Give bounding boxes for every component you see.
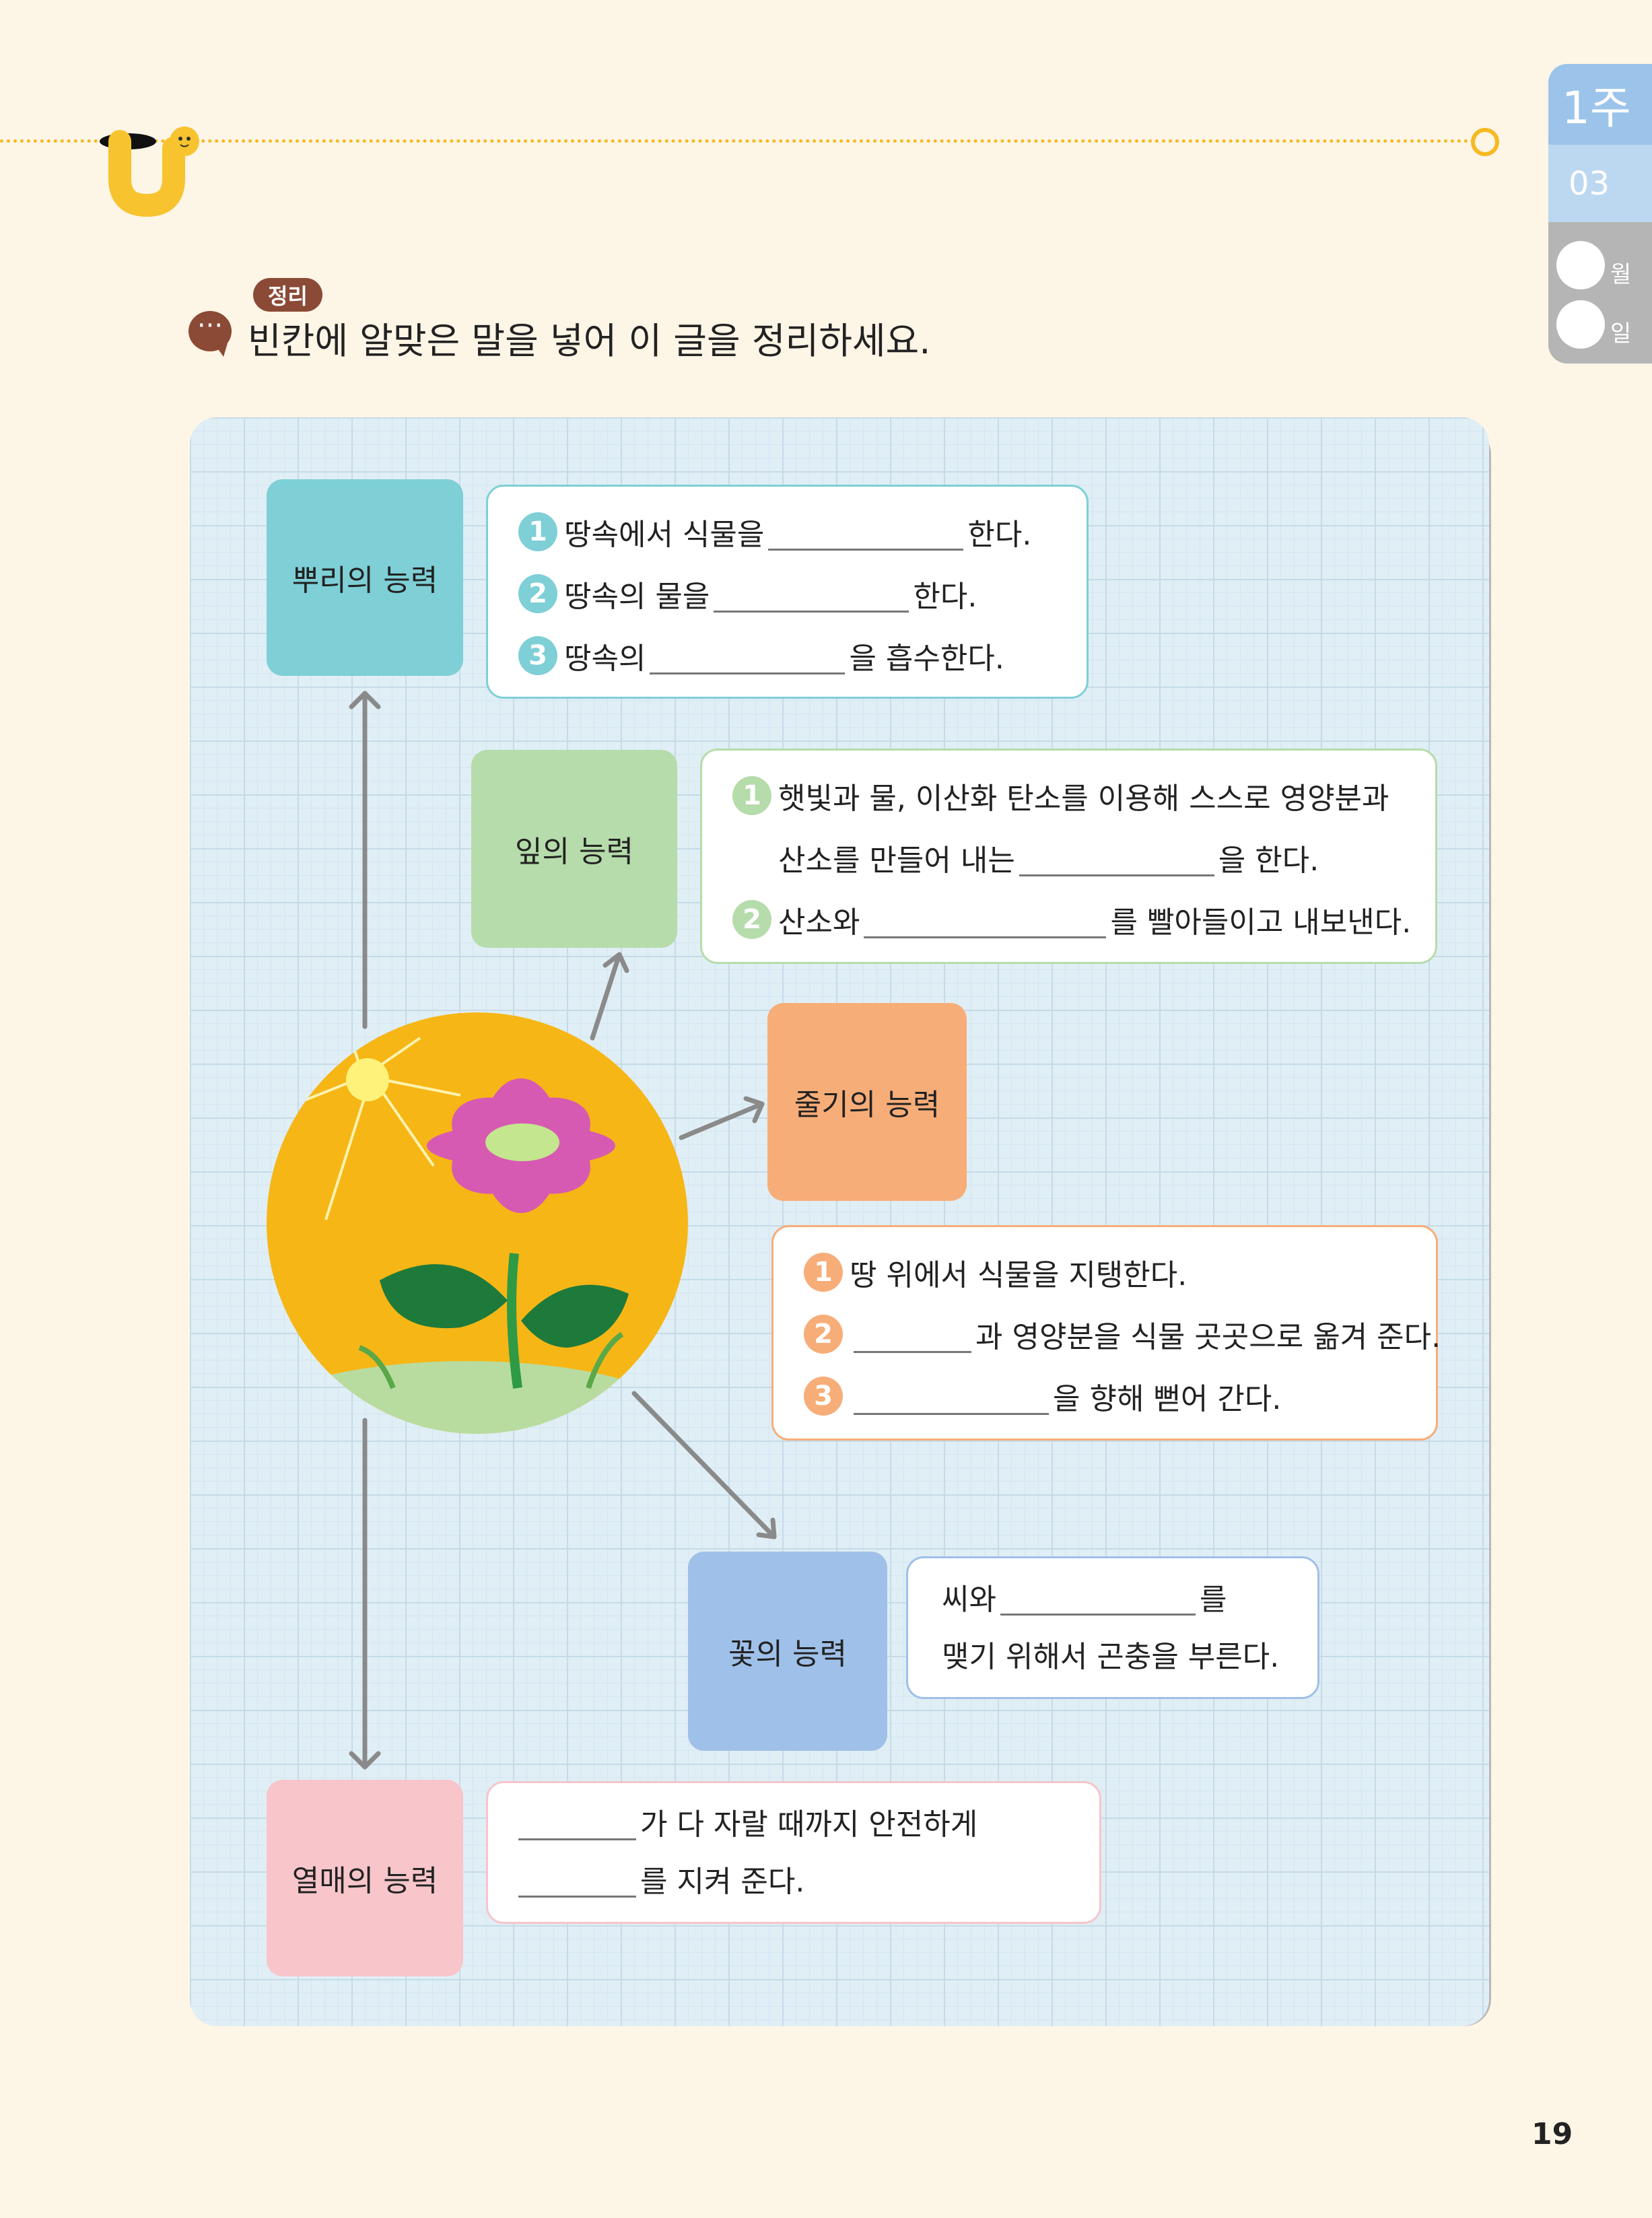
arrow-to-leaf — [590, 952, 622, 1041]
month-input[interactable] — [1556, 241, 1605, 289]
leaf-text-box: 1 햇빛과 물, 이산화 탄소를 이용해 스스로 영양분과 산소를 만들어 내는… — [700, 749, 1437, 964]
fruit-label: 열매의 능력 — [267, 1780, 463, 1976]
page-number: 19 — [1531, 2117, 1573, 2151]
header-dotted-rule — [0, 139, 1476, 143]
date-tab: 월 일 — [1548, 222, 1652, 363]
leaf-blank-2[interactable] — [864, 901, 1107, 938]
stem-item-1: 1 땅 위에서 식물을 지탱한다. — [804, 1251, 1187, 1294]
day-label: 일 — [1610, 320, 1632, 347]
month-label: 월 — [1610, 261, 1632, 288]
stem-label: 줄기의 능력 — [767, 1003, 967, 1201]
flower-blank[interactable] — [1000, 1579, 1196, 1616]
day-number-tab: 03 — [1548, 145, 1652, 222]
fruit-blank-2[interactable] — [518, 1861, 636, 1898]
arrow-to-stem — [679, 1101, 765, 1140]
stem-text-box: 1 땅 위에서 식물을 지탱한다. 2 과 영양분을 식물 곳곳으로 옮겨 준다… — [771, 1225, 1441, 1441]
speech-bubble-icon: ··· — [188, 311, 232, 357]
fruit-line-1: 가 다 자랄 때까지 안전하게 — [518, 1800, 977, 1843]
stem-item-3: 3 을 향해 뻗어 간다. — [804, 1375, 1281, 1418]
stem-blank-3[interactable] — [854, 1378, 1049, 1415]
day-input[interactable] — [1556, 300, 1605, 349]
mascot-icon — [100, 127, 199, 217]
fruit-line-2: 를 지켜 준다. — [518, 1857, 804, 1900]
root-label: 뿌리의 능력 — [267, 479, 463, 676]
arrow-to-flower — [631, 1391, 777, 1539]
flower-label: 꽃의 능력 — [688, 1552, 887, 1751]
flower-illustration — [267, 1012, 688, 1434]
leaf-label: 잎의 능력 — [471, 750, 677, 948]
stem-item-2: 2 과 영양분을 식물 곳곳으로 옮겨 준다. — [804, 1313, 1441, 1356]
flower-line-2: 맺기 위해서 곤충을 부른다. — [942, 1640, 1280, 1674]
leaf-item-1: 1 햇빛과 물, 이산화 탄소를 이용해 스스로 영양분과 — [732, 774, 1389, 817]
leaf-blank-1[interactable] — [1019, 839, 1214, 876]
instruction-text: 빈칸에 알맞은 말을 넣어 이 글을 정리하세요. — [248, 320, 931, 362]
stem-blank-2[interactable] — [854, 1316, 971, 1353]
week-tab: 1주 — [1548, 64, 1652, 145]
root-blank-3[interactable] — [650, 637, 846, 674]
summary-badge: 정리 — [253, 278, 322, 312]
fruit-blank-1[interactable] — [518, 1803, 636, 1840]
fruit-text-box: 가 다 자랄 때까지 안전하게 를 지켜 준다. — [486, 1781, 1101, 1924]
root-blank-1[interactable] — [768, 514, 964, 551]
arrows — [349, 691, 777, 1770]
ring-icon — [1471, 128, 1499, 156]
root-blank-2[interactable] — [714, 576, 909, 613]
